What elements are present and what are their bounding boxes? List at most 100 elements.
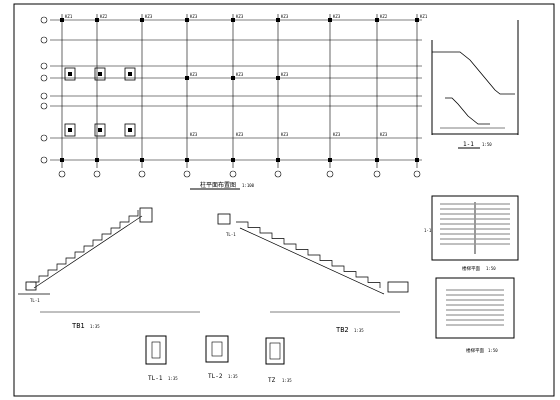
column-detail-core-1 [98,72,102,76]
tb1-treads [30,210,139,283]
tb2-scale: 1:35 [354,328,364,333]
tb2-treads [236,221,381,288]
column-tag-top-6: KZ3 [333,14,341,19]
tl1-core [151,341,161,359]
section-1-1: 1-1 1:50 [431,20,519,149]
column-tag-bottom-4: KZ3 [380,132,388,137]
stair-tb2: TB2 1:35 TL-1 [217,213,409,334]
tb1-scale: 1:35 [90,324,100,329]
column-top-4 [231,18,235,22]
column-top-8 [415,18,419,22]
column-tag-top-2: KZ3 [145,14,153,19]
column-bottom-0 [60,158,64,162]
column-bottom-8 [415,158,419,162]
section-flight-upper [432,51,515,95]
column-tag-top-7: KZ2 [380,14,388,19]
column-bottom-4 [231,158,235,162]
stair-plan-upper: 楼梯平面 1:50 1-1 [424,195,519,272]
axis-bubble-bottom-1 [93,170,101,178]
tz-label: TZ [268,377,276,384]
axis-bubble-bottom-8 [413,170,421,178]
axis-bubble-bottom-4 [229,170,237,178]
axis-bubble-bottom-7 [373,170,381,178]
tb2-soffit [239,227,385,295]
detail-tl1: TL-1 1:35 [145,335,178,382]
axis-bubble-left-5 [40,102,48,110]
column-bottom-3 [185,158,189,162]
column-tag-bottom-2: KZ3 [281,132,289,137]
lower-plan-title: 楼梯平面 [466,347,484,354]
column-top-6 [328,18,332,22]
column-detail-core-4 [98,128,102,132]
axis-bubble-left-7 [40,156,48,164]
column-tag-mid-1: KZ3 [236,72,244,77]
column-top-3 [185,18,189,22]
tl2-section [205,335,229,363]
column-tag-top-4: KZ3 [236,14,244,19]
axis-bubble-left-3 [40,74,48,82]
axis-bubble-left-1 [40,36,48,44]
tb1-bottom-block [25,281,37,291]
column-detail-box-0 [64,67,76,81]
column-detail-core-3 [68,128,72,132]
tb2-beam-tag: TL-1 [226,232,236,237]
column-mid-2 [276,76,280,80]
tb2-top-beam [217,213,231,225]
tl2-label: TL-2 [208,373,223,380]
plan-scale: 1:100 [242,183,255,188]
column-tag-top-1: KZ2 [100,14,108,19]
tb2-bottom-block [387,281,409,293]
section-flight-lower [445,97,490,125]
column-detail-box-5 [124,123,136,137]
tb1-top-beam [139,207,153,223]
column-tag-mid-2: KZ3 [281,72,289,77]
axis-bubble-left-0 [40,16,48,24]
upper-plan-scale: 1:50 [486,266,496,271]
axis-bubble-left-6 [40,134,48,142]
column-detail-core-5 [128,128,132,132]
column-tag-bottom-0: KZ3 [190,132,198,137]
tl2-scale: 1:35 [228,374,238,379]
column-bottom-6 [328,158,332,162]
lower-plan-scale: 1:50 [488,348,498,353]
column-tag-mid-0: KZ3 [190,72,198,77]
column-tag-top-3: KZ3 [190,14,198,19]
upper-plan-title: 楼梯平面 [462,265,480,272]
column-detail-core-0 [68,72,72,76]
column-top-0 [60,18,64,22]
stair-plan-lower: 楼梯平面 1:50 [435,277,515,354]
column-mid-1 [231,76,235,80]
section-scale: 1:50 [482,142,492,147]
column-bottom-2 [140,158,144,162]
tz-scale: 1:35 [282,378,292,383]
tl1-section [145,335,167,365]
tz-section [265,337,285,365]
column-bottom-1 [95,158,99,162]
section-title: 1-1 [463,141,474,148]
column-detail-box-4 [94,123,106,137]
column-detail-box-2 [124,67,136,81]
column-detail-box-1 [94,67,106,81]
tl2-core [211,341,223,357]
sheet-border [13,3,555,397]
tz-core [269,342,281,360]
axis-bubble-bottom-6 [326,170,334,178]
column-bottom-5 [276,158,280,162]
tb1-beam-tag: TL-1 [30,298,40,303]
column-tag-top-8: KZ1 [420,14,428,19]
column-top-1 [95,18,99,22]
axis-bubble-left-2 [40,62,48,70]
plan-title: 柱平面布置图 [200,181,236,189]
tl1-label: TL-1 [148,375,163,382]
column-top-2 [140,18,144,22]
lower-plan-outline [435,277,515,339]
tl1-scale: 1:35 [168,376,178,381]
column-detail-box-3 [64,123,76,137]
column-bottom-7 [375,158,379,162]
tb1-soffit [33,215,143,289]
detail-tz: TZ 1:35 [265,337,292,384]
axis-bubble-bottom-0 [58,170,66,178]
column-top-5 [276,18,280,22]
